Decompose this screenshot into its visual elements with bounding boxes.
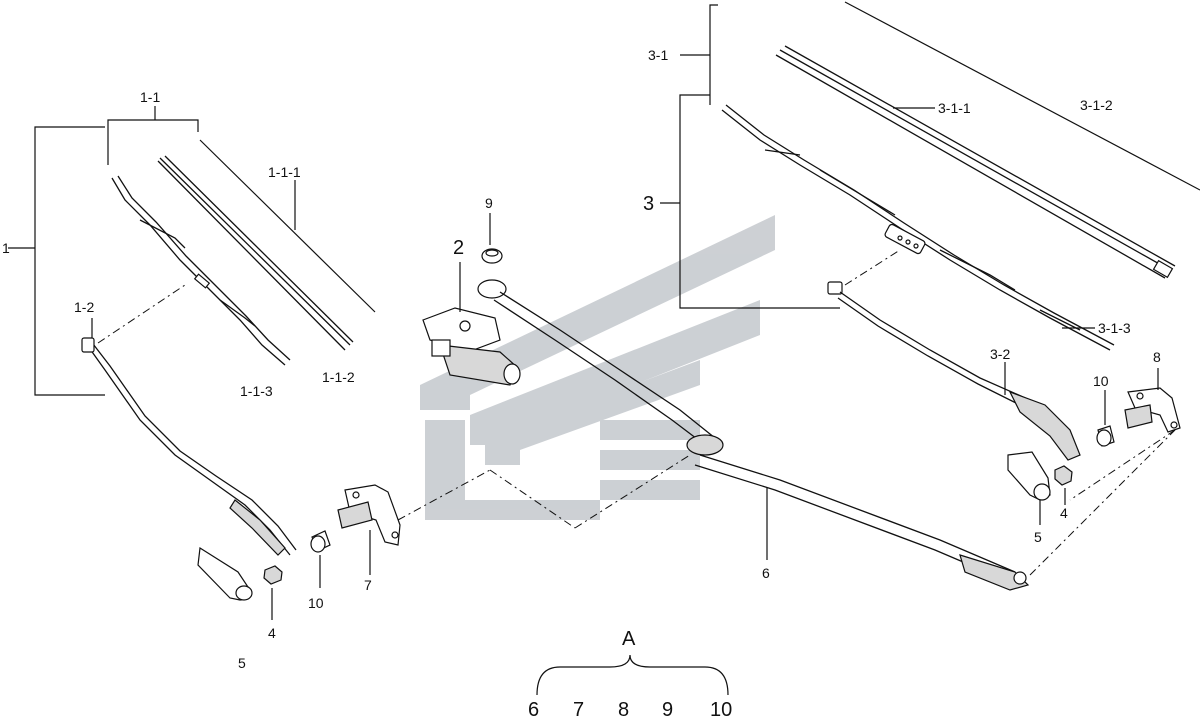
bracket-part-3 (660, 94, 840, 309)
bracket-part-1 (8, 126, 105, 396)
group-a-member: 10 (710, 699, 732, 717)
label-6: 6 (762, 565, 770, 581)
label-7: 7 (364, 577, 372, 593)
label-1-1-2: 1-1-2 (322, 369, 355, 385)
label-3-1: 3-1 (648, 47, 668, 63)
label-3-1-2: 3-1-2 (1080, 97, 1113, 113)
group-a-brace (536, 654, 729, 696)
group-a-member: 8 (618, 699, 629, 717)
wiper-arm-left (81, 337, 297, 556)
bracket-part-3-1 (680, 4, 718, 105)
wiper-cap-left (197, 546, 253, 601)
label-10-left: 10 (308, 595, 324, 611)
label-3-1-3: 3-1-3 (1098, 320, 1131, 336)
wiper-motor (422, 307, 521, 386)
label-1-1-1: 1-1-1 (268, 164, 301, 180)
label-9: 9 (485, 195, 493, 211)
label-3-2: 3-2 (990, 346, 1010, 362)
wiper-cap-right (1007, 451, 1051, 501)
label-1-1: 1-1 (140, 89, 160, 105)
wiper-rubber-right (775, 45, 1176, 279)
wiper-arm-right (827, 281, 1081, 461)
nut-left (263, 565, 283, 585)
label-8: 8 (1153, 349, 1161, 365)
label-3-1-1: 3-1-1 (938, 100, 971, 116)
label-4-left: 4 (268, 625, 276, 641)
label-10-right: 10 (1093, 373, 1109, 389)
label-5-right: 5 (1034, 529, 1042, 545)
bushing-right (1096, 425, 1115, 447)
wiper-blade-frame-left (111, 175, 291, 366)
bushing-left (310, 530, 331, 553)
nut-right (1054, 465, 1073, 486)
pivot-assembly-left (337, 484, 401, 546)
group-a-member: 7 (573, 699, 584, 717)
label-3: 3 (643, 193, 654, 215)
label-5-left: 5 (238, 655, 246, 671)
label-2: 2 (453, 237, 464, 259)
label-1-2: 1-2 (74, 299, 94, 315)
group-a-member: 6 (528, 699, 539, 717)
label-4-right: 4 (1060, 505, 1068, 521)
label-1: 1 (2, 240, 10, 256)
group-a-title: A (622, 628, 636, 650)
wiper-blade-frame-right (721, 104, 1115, 351)
label-1-1-3: 1-1-3 (240, 383, 273, 399)
clip-9 (481, 248, 503, 264)
bracket-part-1-1 (107, 106, 199, 165)
wiper-rubber-left (157, 155, 354, 351)
group-a-member: 9 (662, 699, 673, 717)
linkage-rod (477, 279, 1030, 591)
pivot-assembly-right (1124, 387, 1181, 433)
